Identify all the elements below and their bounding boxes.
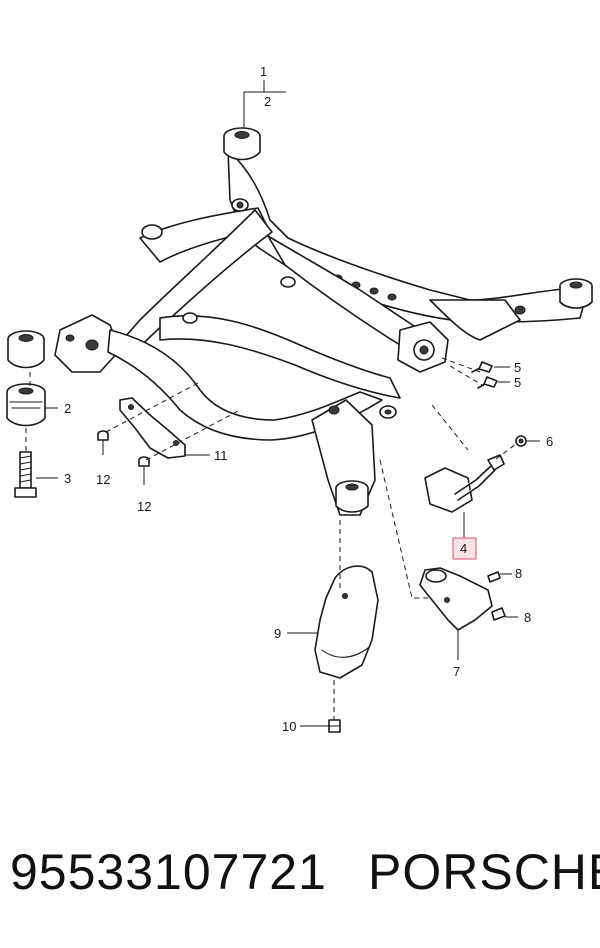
callout-12-upper: 12	[96, 472, 110, 487]
bolt-item-5-upper	[471, 361, 493, 373]
callout-5-lower: 5	[514, 375, 521, 390]
clip-item-12-upper	[97, 430, 109, 441]
assembly-guide-lines	[25, 357, 517, 720]
bolt-item-8-upper	[487, 571, 501, 583]
callout-11: 11	[214, 448, 228, 463]
callout-4-highlight	[452, 537, 477, 560]
callout-1: 1	[260, 64, 267, 79]
callout-2-side: 2	[64, 401, 71, 416]
level-sensor-item-4	[424, 454, 505, 513]
callout-leaders	[36, 80, 540, 727]
bushing-item-2	[6, 383, 46, 427]
callout-6: 6	[546, 434, 553, 449]
part-number: 95533107721	[10, 844, 327, 900]
bolt-item-5-lower	[477, 376, 498, 389]
callout-8-upper: 8	[515, 566, 522, 581]
clip-item-12-lower	[138, 456, 150, 467]
callout-7: 7	[453, 664, 460, 679]
heat-shield-item-9	[314, 565, 379, 679]
rear-axle-subframe	[7, 127, 593, 516]
callout-10: 10	[282, 719, 296, 734]
brand-name: PORSCHE	[368, 844, 600, 900]
callout-8-lower: 8	[524, 610, 531, 625]
callout-9: 9	[274, 626, 281, 641]
bracket-item-7	[419, 567, 493, 631]
callout-4: 4	[460, 541, 467, 556]
nut-item-10	[328, 719, 341, 733]
callout-3: 3	[64, 471, 71, 486]
callout-labels: 1 2 2 3 4 5 5 6 7 8 8 9 10 11 12 12	[64, 64, 553, 734]
callout-5-upper: 5	[514, 360, 521, 375]
bolt-item-3	[14, 451, 37, 498]
bolt-item-8-lower	[491, 607, 506, 621]
bracket-item-11	[119, 397, 186, 459]
caption-bar: 95533107721 PORSCHE	[0, 842, 600, 912]
nut-item-6	[515, 435, 527, 447]
callout-12-lower: 12	[137, 499, 151, 514]
callout-2-top: 2	[264, 94, 271, 109]
